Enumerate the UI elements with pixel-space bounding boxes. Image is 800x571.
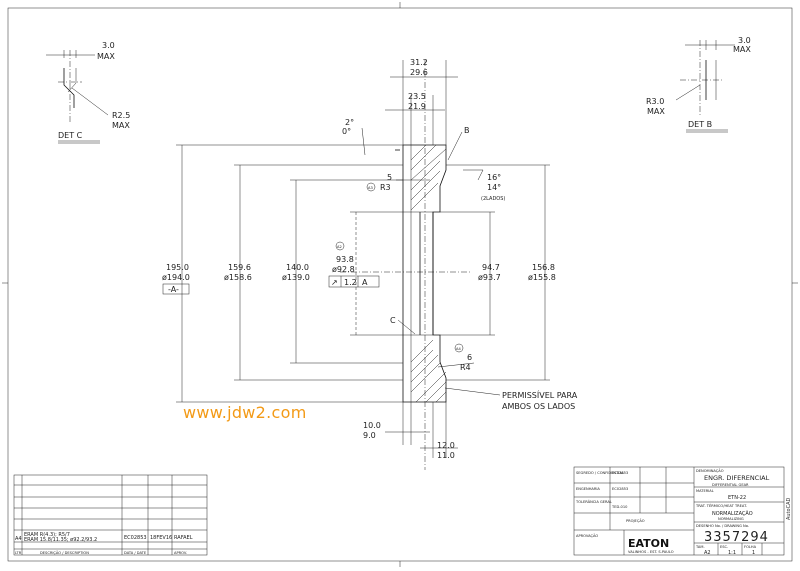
title-en: DIFFERENTIAL GEAR [712,483,749,487]
sheet-label: FOLHA [744,545,757,549]
rev-name: RAFAEL [174,535,193,541]
company-logo: EATON [628,537,669,550]
det-c-radius-value: R2.5 [112,111,130,120]
scale: 1:1 [728,550,736,556]
det-b-label: DET B [688,120,712,129]
gear-section-view: 31.2 29.6 23.5 21.9 2° 0° B 16° 14° (2LA… [162,58,578,470]
runout-icon: ↗ [331,278,338,287]
dim-93-min: ø92.8 [332,265,355,274]
dim-top-outer-max: 31.2 [410,58,428,67]
rev-header-ltr: LTR [15,551,22,555]
dim-93-max: 93.8 [336,255,354,264]
projection-label: PROJEÇÃO [626,518,645,523]
det-b-radius-note: MAX [647,107,665,116]
dim-angle-right-note: (2LADOS) [481,196,505,202]
det-c-label: DET C [58,131,83,140]
tolerance-label: TOLERÂNCIA GERAL [575,499,612,504]
dim-top-inner-max: 23.5 [408,92,426,101]
det-c-radius-note: MAX [112,121,130,130]
size-label: TAM. [695,545,705,549]
dim-bottom-right-max: 12.0 [437,441,455,450]
material-label: MATERIAL [696,489,714,493]
rev-date: 18FEV16 [150,535,172,541]
name-label: DENOMINAÇÃO [696,468,724,473]
tol-datum: A [362,278,368,287]
scale-label: ESC. [720,545,728,549]
material: ETN-22 [728,495,746,501]
dim-radius-bottom: R4 [460,363,471,372]
dim-156-max: 156.8 [532,263,555,272]
dim-radius-top: R3 [380,183,391,192]
dim-top-inner-min: 21.9 [408,102,426,111]
dim-159-min: ø158.6 [224,273,252,282]
title-pt: ENGR. DIFERENCIAL [704,474,770,482]
dim-156-min: ø155.8 [528,273,556,282]
treatment-en: NORMALIZING [718,517,744,521]
treatment-pt: NORMALIZAÇÃO [712,510,753,517]
size: A2 [704,550,711,556]
det-b-top-value: 3.0 [738,36,751,45]
approval-label: APROVAÇÃO [576,533,598,538]
rev-desc-1: ERAM R(4.3); R5/7 [24,532,70,538]
sheet-number: 1 [752,550,755,556]
callout-b: B [464,126,470,135]
ecn-1: EC02853 [612,471,628,475]
treatment-label: TRAT. TÉRMICO/HEAT TREAT. [695,503,747,508]
revision-block: A4 ERAM R(4.3); R5/7 ERAM 15.8/11.35; ø9… [13,474,208,556]
dim-195-max: 195.0 [166,263,189,272]
dim-chamfer-top: 5 [387,173,392,182]
det-b-top-note: MAX [733,45,751,54]
secret-label: SEGREDO / CONFIDENTIAL [576,471,624,475]
dim-94-max: 94.7 [482,263,500,272]
dim-159-max: 159.6 [228,263,251,272]
rev-letter: A4 [15,536,22,542]
eng-label: ENGENHARIA [576,487,600,491]
dim-bottom-left-min: 9.0 [363,431,376,440]
note-line-2: AMBOS OS LADOS [502,402,575,411]
det-c-top-value: 3.0 [102,41,115,50]
part-number: 3357294 [704,530,769,545]
zone-a4: A4 [456,347,461,351]
title-block: SEGREDO / CONFIDENTIAL EC02853 EC02853 E… [573,466,785,556]
dim-angle-left-min: 0° [342,127,351,136]
dim-140-min: ø139.0 [282,273,310,282]
detail-c: 3.0 MAX R2.5 MAX DET C [46,41,130,144]
dim-radius-bottom-num: 6 [467,353,472,362]
dim-195-min: ø194.0 [162,273,190,282]
dim-bottom-right-min: 11.0 [437,451,455,460]
tolerance-frame [328,275,380,288]
dim-bottom-left-max: 10.0 [363,421,381,430]
zone-a2: A2 [337,245,342,249]
det-c-top-note: MAX [97,52,115,61]
company-sub: VALINHOS - EST. S.PAULO [628,550,674,554]
zone-a3: A3 [368,186,373,190]
dim-top-outer-min: 29.6 [410,68,428,77]
detail-b: 3.0 MAX R3.0 MAX DET B [646,36,751,133]
watermark-text: www.jdw2.com [183,403,307,422]
rev-header-desc: DESCRIÇÃO / DESCRIPTION [40,550,89,555]
rev-desc-2: ERAM 15.8/11.35; ø92.2/93.2 [24,537,97,543]
dim-angle-left-max: 2° [345,118,354,127]
dim-94-min: ø93.7 [478,273,501,282]
rev-ecn: EC02853 [124,535,147,541]
tolerance-value: TED-010 [611,505,628,509]
datum-a: -A- [168,285,179,294]
det-b-radius-value: R3.0 [646,97,664,106]
number-label: DESENHO No. / DRAWING No. [696,524,749,528]
rev-header-approval: APROV. [174,551,187,555]
ecn-2: EC02853 [612,487,628,491]
sheet-border [7,7,793,562]
note-line-1: PERMISSÍVEL PARA [502,389,578,400]
autocad-label: AutoCAD [786,497,792,520]
rev-header-date: DATA / DATE [124,551,147,555]
tol-value: 1.2 [344,278,357,287]
dim-angle-right-max: 16° [487,173,501,182]
dim-140-max: 140.0 [286,263,309,272]
callout-c: C [390,316,396,325]
dim-angle-right-min: 14° [487,183,501,192]
